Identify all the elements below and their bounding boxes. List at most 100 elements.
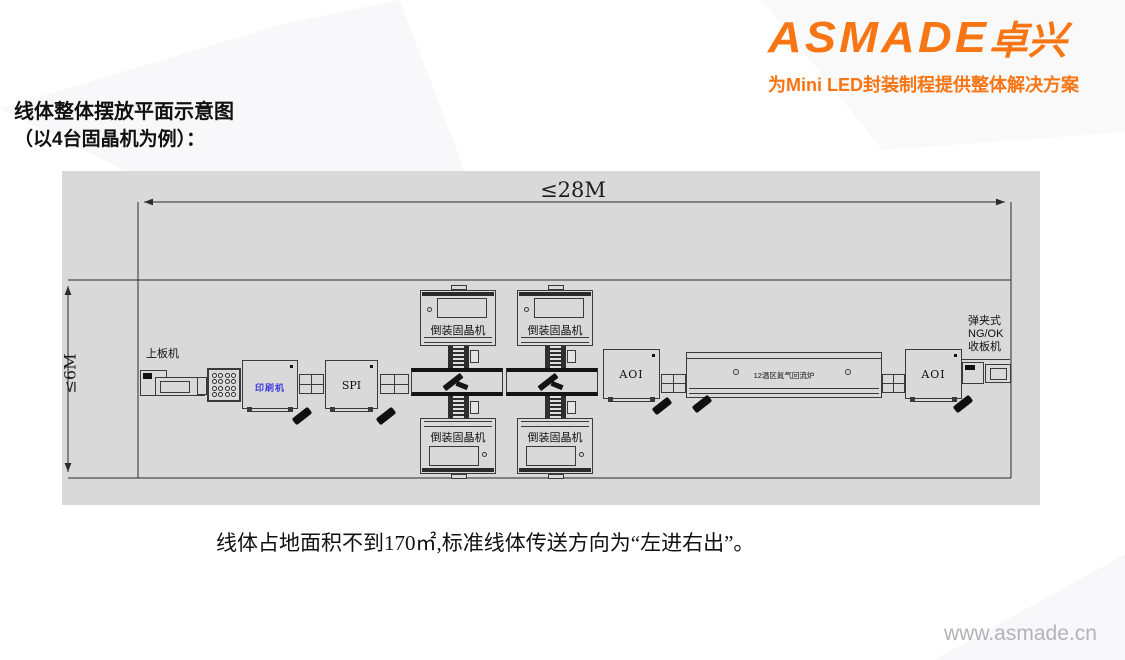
bonder-band bbox=[422, 292, 494, 296]
hole-icon bbox=[231, 372, 237, 378]
hole-icon bbox=[218, 385, 224, 391]
dimension-lines bbox=[64, 198, 1012, 479]
oven-circle-icon bbox=[845, 369, 851, 375]
brand-chinese-name: 卓兴 bbox=[988, 20, 1067, 63]
conveyor-segment bbox=[661, 374, 686, 393]
bonder-inner-rect bbox=[429, 446, 479, 466]
buffer-machine bbox=[207, 368, 241, 402]
bonding-cell-conveyor bbox=[411, 368, 503, 396]
brand-wordmark: ASMADE bbox=[768, 13, 990, 62]
hole-icon bbox=[224, 379, 230, 385]
loader-label: 上板机 bbox=[146, 348, 179, 360]
hole-icon bbox=[211, 372, 217, 378]
unloader-top-line bbox=[962, 359, 1010, 360]
hole-icon bbox=[218, 392, 224, 398]
brand-logo-row: ASMADE 卓兴 bbox=[768, 10, 1120, 66]
loader-mark bbox=[143, 373, 152, 379]
link-sidebox bbox=[470, 401, 479, 414]
aoi-machine-2: AOI bbox=[905, 349, 962, 402]
robot-arm-icon bbox=[550, 380, 564, 391]
oven-base bbox=[689, 388, 879, 394]
link-conveyor bbox=[545, 396, 566, 418]
bonding-cell-conveyor bbox=[506, 368, 598, 396]
bonder-circle-icon bbox=[579, 452, 584, 457]
hole-icon bbox=[231, 385, 237, 391]
corner-dot-icon bbox=[954, 354, 957, 357]
machine-feet bbox=[608, 397, 655, 402]
hole-icon bbox=[224, 392, 230, 398]
width-dimension-label: ≤28M bbox=[540, 178, 606, 202]
hole-icon bbox=[224, 372, 230, 378]
bonder-tab bbox=[451, 474, 467, 479]
unloader-conveyor-inner bbox=[990, 368, 1007, 380]
die-bonder-label: 倒装固晶机 bbox=[527, 325, 583, 337]
unloader-label-line2: NG/OK bbox=[968, 328, 1004, 340]
unloader-label-line3: 收板机 bbox=[968, 341, 1001, 353]
link-sidebox bbox=[567, 350, 576, 363]
reflow-oven-machine: 12温区氮气回流炉 bbox=[686, 352, 882, 398]
die-bonder-bottom-2: 倒装固晶机 bbox=[517, 418, 593, 479]
bonder-base bbox=[424, 337, 492, 343]
website-url: www.asmade.cn bbox=[944, 622, 1097, 645]
bonder-tab bbox=[451, 285, 467, 290]
corner-dot-icon bbox=[370, 365, 373, 368]
corner-dot-icon bbox=[652, 354, 655, 357]
link-conveyor bbox=[448, 346, 469, 368]
loader-stub bbox=[197, 377, 207, 395]
bonder-base bbox=[521, 337, 589, 343]
unloader-machine bbox=[962, 362, 984, 384]
aoi-machine-1: AOI bbox=[603, 349, 660, 402]
conveyor-segment bbox=[299, 374, 324, 394]
printer-machine: 印刷机 bbox=[242, 360, 298, 412]
hole-icon bbox=[231, 379, 237, 385]
link-conveyor bbox=[448, 396, 469, 418]
die-bonder-label: 倒装固晶机 bbox=[430, 432, 486, 444]
link-conveyor bbox=[545, 346, 566, 368]
unloader-mark bbox=[965, 365, 975, 370]
bonder-band bbox=[422, 468, 494, 472]
unloader-label: 弹夹式 NG/OK 收板机 bbox=[968, 315, 1003, 354]
brand-tagline: 为Mini LED封装制程提供整体解决方案 bbox=[768, 75, 1079, 95]
conveyor-segment bbox=[380, 374, 409, 394]
machine-feet bbox=[247, 407, 293, 412]
unloader-label-line1: 弹夹式 bbox=[968, 315, 1001, 327]
bonder-inner-rect bbox=[534, 298, 584, 318]
layout-diagram-panel: ≤28M ≤6M 上板机 印刷机 bbox=[61, 171, 1040, 505]
die-bonder-bottom-1: 倒装固晶机 bbox=[420, 418, 496, 479]
hole-icon bbox=[211, 392, 217, 398]
aoi-label: AOI bbox=[619, 368, 644, 381]
hole-icon bbox=[211, 385, 217, 391]
machine-feet bbox=[910, 397, 957, 402]
bonder-tab bbox=[548, 285, 564, 290]
printer-label: 印刷机 bbox=[254, 383, 285, 393]
machine-feet bbox=[330, 407, 373, 412]
die-bonder-top-1: 倒装固晶机 bbox=[420, 285, 496, 346]
robot-arm-icon bbox=[455, 380, 469, 391]
page-title: 线体整体摆放平面示意图 bbox=[14, 101, 234, 123]
hole-icon bbox=[218, 372, 224, 378]
bonder-band bbox=[519, 292, 591, 296]
bonder-inner-rect bbox=[526, 446, 576, 466]
hole-icon bbox=[224, 385, 230, 391]
bonder-circle-icon bbox=[482, 452, 487, 457]
oven-top-line bbox=[687, 358, 881, 359]
die-bonder-top-2: 倒装固晶机 bbox=[517, 285, 593, 346]
aoi-label: AOI bbox=[921, 368, 946, 381]
hole-icon bbox=[218, 379, 224, 385]
bonder-base bbox=[521, 421, 589, 427]
hole-icon bbox=[231, 392, 237, 398]
hole-grid bbox=[211, 372, 237, 398]
die-bonder-label: 倒装固晶机 bbox=[430, 325, 486, 337]
loader-conveyor-inner bbox=[160, 381, 190, 393]
link-sidebox bbox=[470, 350, 479, 363]
spi-machine: SPI bbox=[325, 360, 378, 412]
oven-circle-icon bbox=[733, 369, 739, 375]
spi-label: SPI bbox=[341, 379, 362, 392]
reflow-oven-label: 12温区氮气回流炉 bbox=[753, 371, 815, 380]
corner-dot-icon bbox=[290, 365, 293, 368]
page-subtitle: （以4台固晶机为例）： bbox=[14, 129, 206, 150]
hole-icon bbox=[211, 379, 217, 385]
unloader-conveyor bbox=[985, 364, 1011, 383]
bonder-circle-icon bbox=[524, 307, 529, 312]
